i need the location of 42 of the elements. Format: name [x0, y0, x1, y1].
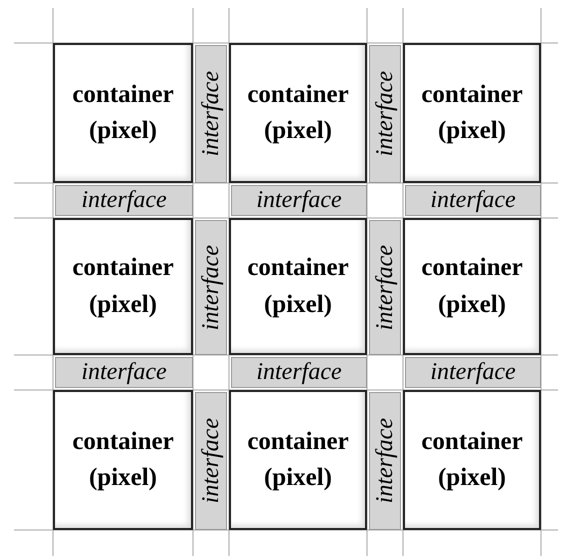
- interface-strip: [405, 357, 541, 388]
- container-label: container (pixel): [246, 426, 350, 493]
- container-box: [229, 390, 367, 530]
- interface-strip: [55, 185, 193, 216]
- container-label: container (pixel): [71, 426, 175, 493]
- interface-label: interface: [256, 359, 342, 386]
- interface-strip: [231, 185, 367, 216]
- interface-label: interface: [430, 359, 516, 386]
- container-box: [229, 43, 367, 183]
- interface-label: interface: [81, 187, 167, 214]
- container-box: [403, 43, 541, 183]
- container-box: [403, 218, 541, 355]
- interface-strip: [195, 220, 227, 355]
- interface-label: interface: [372, 418, 398, 504]
- container-label: container (pixel): [420, 253, 524, 320]
- container-label: container (pixel): [71, 80, 175, 146]
- interface-label: interface: [198, 71, 224, 157]
- container-label: container (pixel): [420, 426, 524, 493]
- interface-strip: [369, 220, 401, 355]
- interface-strip: [195, 392, 227, 530]
- container-box: [229, 218, 367, 355]
- container-label: container (pixel): [420, 80, 524, 146]
- interface-strip: [55, 357, 193, 388]
- interface-strip: [369, 392, 401, 530]
- container-box: [403, 390, 541, 530]
- interface-label: interface: [256, 187, 342, 214]
- container-label: container (pixel): [246, 80, 350, 146]
- interface-label: interface: [198, 418, 224, 504]
- interface-label: interface: [81, 359, 167, 386]
- interface-strip: [231, 357, 367, 388]
- container-box: [53, 390, 193, 530]
- container-label: container (pixel): [246, 253, 350, 320]
- container-box: [53, 43, 193, 183]
- interface-strip: [369, 45, 401, 183]
- container-label: container (pixel): [71, 253, 175, 320]
- container-box: [53, 218, 193, 355]
- interface-label: interface: [372, 244, 398, 330]
- interface-label: interface: [198, 244, 224, 330]
- interface-strip: [195, 45, 227, 183]
- interface-label: interface: [372, 71, 398, 157]
- interface-label: interface: [430, 187, 516, 214]
- interface-strip: [405, 185, 541, 216]
